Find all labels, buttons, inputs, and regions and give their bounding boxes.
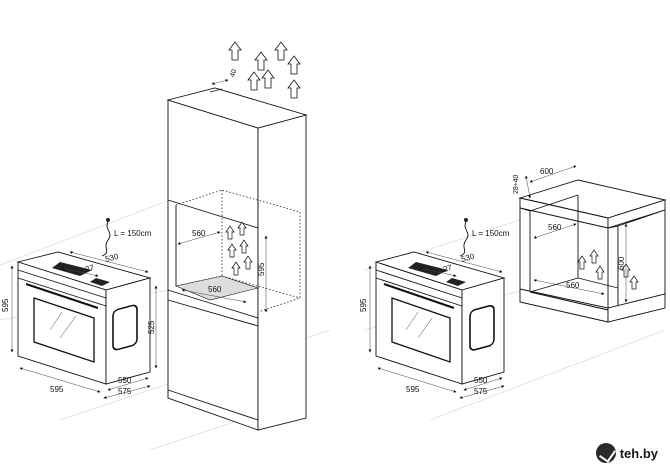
ventilation-arrows-base	[577, 249, 639, 290]
dim-oven-width-left: 595	[50, 385, 64, 394]
dim-oven-depth550-left: 550	[118, 376, 132, 385]
dim-oven-depth575-left: 575	[118, 387, 132, 396]
dim-niche-width-lower: 560	[208, 285, 222, 294]
base-cabinet-dimensions: 28÷40 600 560 560 600	[513, 165, 628, 303]
dim-oven-height-right: 595	[359, 298, 368, 312]
dim-oven-depth550-right: 550	[474, 376, 488, 385]
dim-base-width-upper: 560	[548, 223, 562, 232]
dim-niche-width-upper: 560	[192, 229, 206, 238]
watermark: teh.by	[593, 442, 664, 464]
dim-oven-top530-right: 530	[460, 252, 476, 264]
oven-left	[16, 218, 152, 385]
oven-left-dimensions: 595 595 550 575 530 27 525	[1, 251, 158, 399]
tall-cabinet	[166, 87, 308, 431]
dim-worktop-thickness: 28÷40	[513, 174, 520, 194]
ventilation-arrows-niche	[225, 221, 253, 276]
dim-oven-top530-left: 530	[104, 252, 120, 264]
dim-niche-height: 595	[257, 262, 266, 276]
tall-cabinet-dimensions: 40 560 560 595	[177, 68, 268, 313]
base-cabinet	[518, 179, 667, 323]
ventilation-arrows-top	[228, 41, 301, 99]
dim-top-vent: 40	[229, 68, 238, 78]
oven-right	[374, 218, 506, 385]
cable-label-right: L = 150cm	[472, 229, 510, 238]
dim-oven-top27-left: 27	[84, 263, 95, 274]
dim-oven-top27-right: 27	[442, 263, 453, 274]
dim-worktop-depth: 600	[540, 167, 554, 176]
dim-oven-depth575-right: 575	[474, 387, 488, 396]
dim-oven-width-right: 595	[406, 385, 420, 394]
cable-label-left: L = 150cm	[114, 229, 152, 238]
dim-base-width-lower: 560	[566, 281, 580, 290]
dim-oven-height-left: 595	[1, 298, 10, 312]
watermark-text: teh.by	[619, 445, 658, 461]
checkmark-circle-icon	[595, 443, 616, 463]
dim-base-height: 600	[617, 256, 626, 270]
oven-right-dimensions: 595 595 550 575 530 27	[359, 251, 505, 399]
dim-oven-side525-left: 525	[147, 320, 156, 334]
